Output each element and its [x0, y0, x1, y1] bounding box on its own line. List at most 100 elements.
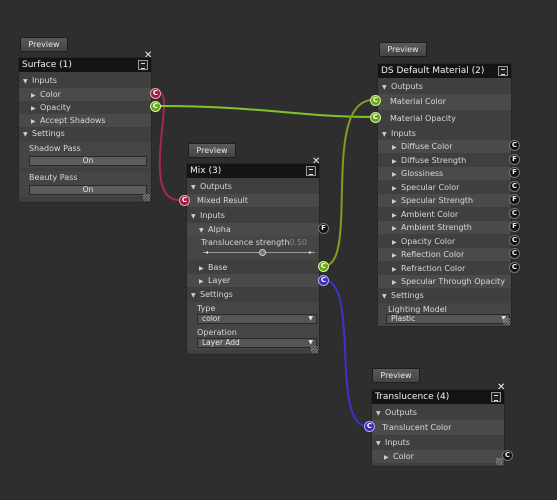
material-opacity-port[interactable]: C [370, 112, 381, 123]
operation-dropdown[interactable]: Layer Add▼ [197, 338, 317, 348]
wire-layer-to-translucent [323, 279, 368, 427]
refraction-color-row[interactable]: ▶Refraction Color [378, 262, 511, 275]
chevron-down-icon: ▼ [308, 339, 313, 346]
triangle-down-icon: ▼ [23, 78, 28, 85]
triangle-right-icon: ▶ [384, 454, 389, 461]
color-input-row[interactable]: ▶Color [372, 450, 504, 463]
specular-strength-port[interactable]: F [509, 194, 520, 205]
translucence-node-title[interactable]: Translucence (4) [372, 390, 504, 404]
material-opacity-output-row[interactable]: Material Opacity [390, 114, 456, 123]
mixed-result-port[interactable]: C [179, 195, 190, 206]
triangle-right-icon: ▶ [392, 225, 397, 232]
slider-left-arrow-icon[interactable]: ◂ [205, 249, 209, 256]
alpha-input-row[interactable]: ▼Alpha [187, 223, 319, 236]
triangle-right-icon: ▶ [392, 252, 397, 259]
inputs-section-header[interactable]: ▼Inputs [187, 209, 319, 222]
translucence-node[interactable]: Translucence (4) ▼Outputs Translucent Co… [371, 389, 505, 467]
reflection-color-row[interactable]: ▶Reflection Color [378, 248, 511, 261]
menu-icon[interactable] [491, 392, 501, 402]
color-input-row[interactable]: ▶Color [19, 88, 151, 101]
opacity-color-row[interactable]: ▶Opacity Color [378, 235, 511, 248]
accept-shadows-row[interactable]: ▶Accept Shadows [19, 114, 151, 127]
ambient-color-port[interactable]: C [509, 207, 520, 219]
resize-handle[interactable] [143, 194, 150, 201]
material-color-port[interactable]: C [370, 95, 381, 106]
surface-preview-button[interactable]: Preview [20, 37, 68, 52]
translucence-preview-button[interactable]: Preview [372, 368, 420, 383]
wire-base-to-material-color [323, 99, 374, 267]
glossiness-port[interactable]: F [509, 167, 520, 178]
mix-node[interactable]: Mix (3) ▼Outputs Mixed Result ▼Inputs ▼A… [186, 163, 320, 355]
specular-color-port[interactable]: C [509, 180, 520, 192]
alpha-port[interactable]: F [318, 223, 329, 234]
close-icon[interactable]: ✕ [312, 156, 321, 167]
outputs-section-header[interactable]: ▼Outputs [187, 180, 319, 193]
diffuse-strength-row[interactable]: ▶Diffuse Strength [378, 154, 511, 167]
layer-input-row[interactable]: ▶Layer [187, 274, 319, 287]
reflection-color-port[interactable]: C [509, 248, 520, 259]
triangle-down-icon: ▼ [376, 440, 381, 447]
ds-preview-button[interactable]: Preview [379, 42, 427, 57]
translucent-color-port[interactable]: C [364, 421, 375, 432]
settings-section-header[interactable]: ▼Settings [19, 127, 151, 140]
shadow-pass-toggle[interactable]: On [29, 156, 147, 166]
close-icon[interactable]: ✕ [144, 50, 153, 61]
opacity-color-port[interactable]: C [509, 234, 520, 246]
type-dropdown[interactable]: color▼ [197, 314, 317, 324]
menu-icon[interactable] [306, 166, 316, 176]
triangle-down-icon: ▼ [191, 184, 196, 191]
inputs-section-header[interactable]: ▼Inputs [378, 127, 511, 140]
settings-section-header[interactable]: ▼Settings [187, 288, 319, 301]
beauty-pass-toggle[interactable]: On [29, 185, 147, 195]
ds-default-material-node[interactable]: DS Default Material (2) ▼Outputs Materia… [377, 63, 512, 327]
mix-node-title[interactable]: Mix (3) [187, 164, 319, 178]
settings-section-header[interactable]: ▼Settings [378, 289, 511, 302]
opacity-port[interactable]: C [150, 101, 161, 112]
surface-node-title[interactable]: Surface (1) [19, 58, 151, 72]
chevron-down-icon: ▼ [308, 315, 313, 322]
triangle-right-icon: ▶ [199, 278, 204, 285]
triangle-down-icon: ▼ [382, 131, 387, 138]
ambient-strength-port[interactable]: F [509, 221, 520, 232]
opacity-input-row[interactable]: ▶Opacity [19, 101, 151, 114]
lighting-model-dropdown[interactable]: Plastic▼ [386, 314, 510, 324]
menu-icon[interactable] [138, 60, 148, 70]
outputs-section-header[interactable]: ▼Outputs [378, 80, 511, 93]
resize-handle[interactable] [503, 318, 510, 325]
base-input-row[interactable]: ▶Base [187, 261, 319, 274]
resize-handle[interactable] [311, 346, 318, 353]
resize-handle[interactable] [496, 458, 503, 465]
color-port[interactable]: C [150, 88, 161, 99]
triangle-right-icon: ▶ [392, 171, 397, 178]
close-icon[interactable]: ✕ [497, 382, 506, 393]
diffuse-strength-port[interactable]: F [509, 153, 520, 165]
mixed-result-row[interactable]: Mixed Result [187, 194, 319, 207]
color-port[interactable]: C [502, 450, 513, 461]
triangle-down-icon: ▼ [376, 410, 381, 417]
refraction-color-port[interactable]: C [509, 261, 520, 273]
material-color-output-row[interactable]: Material Color [378, 94, 511, 110]
triangle-right-icon: ▶ [392, 265, 397, 273]
translucent-color-row[interactable]: Translucent Color [372, 420, 504, 435]
inputs-section-header[interactable]: ▼Inputs [372, 436, 504, 449]
base-port[interactable]: C [318, 261, 329, 272]
triangle-right-icon: ▶ [392, 238, 397, 246]
mix-preview-button[interactable]: Preview [188, 143, 236, 158]
slider-right-arrow-icon[interactable]: ▸ [309, 249, 313, 256]
inputs-section-header[interactable]: ▼Inputs [19, 74, 151, 87]
ambient-color-row[interactable]: ▶Ambient Color [378, 208, 511, 221]
menu-icon[interactable] [498, 66, 508, 76]
translucence-slider-handle[interactable] [259, 249, 266, 256]
diffuse-color-port[interactable]: C [509, 140, 520, 151]
specular-strength-row[interactable]: ▶Specular Strength [378, 194, 511, 207]
glossiness-row[interactable]: ▶Glossiness [378, 167, 511, 180]
layer-port[interactable]: C [318, 275, 329, 286]
diffuse-color-row[interactable]: ▶Diffuse Color [378, 140, 511, 153]
ambient-strength-row[interactable]: ▶Ambient Strength [378, 221, 511, 234]
specular-through-opacity-row[interactable]: ▶Specular Through Opacity [378, 275, 511, 288]
specular-color-row[interactable]: ▶Specular Color [378, 181, 511, 194]
translucence-strength-row: Translucence strength 0.50 [187, 236, 319, 260]
ds-node-title[interactable]: DS Default Material (2) [378, 64, 511, 78]
outputs-section-header[interactable]: ▼Outputs [372, 406, 504, 419]
surface-node[interactable]: Surface (1) ▼Inputs ▶Color ▶Opacity ▶Acc… [18, 57, 152, 203]
